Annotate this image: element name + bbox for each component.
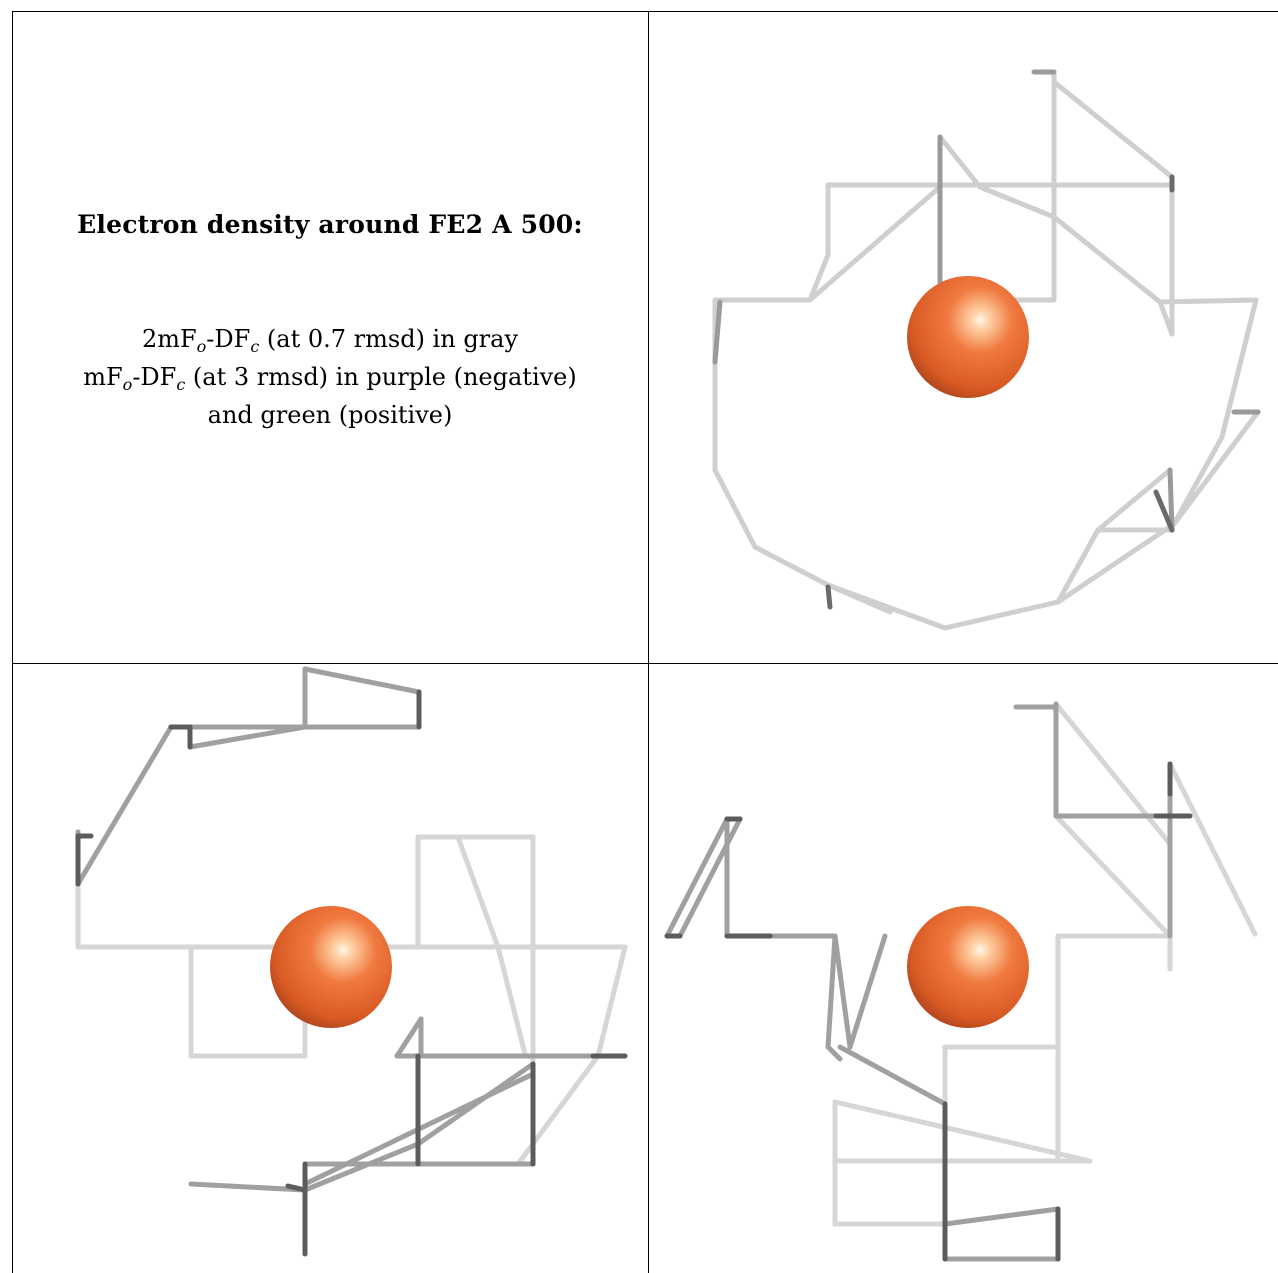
atom-sphere-body — [907, 276, 1029, 398]
atom-sphere-body — [270, 906, 392, 1028]
legend-line-positive: and green (positive) — [207, 401, 453, 429]
caption-cell: Electron density around FE2 A 500: 2mFo-… — [12, 12, 648, 662]
legend-line-2mfo-dfc: 2mFo-DFc (at 0.7 rmsd) in gray — [141, 325, 519, 356]
density-view-svg — [664, 701, 1258, 1262]
mesh-2mfo-dfc — [664, 701, 1258, 1262]
density-view-bottom-left — [13, 664, 647, 1273]
mesh-2mfo-dfc — [75, 666, 628, 1257]
fe2-atom-sphere — [907, 276, 1029, 398]
density-view-top-right — [650, 12, 1277, 662]
atom-sphere-body — [907, 906, 1029, 1028]
fe2-atom-sphere — [907, 906, 1029, 1028]
density-view-bottom-right — [650, 664, 1277, 1273]
grid-top-border — [12, 11, 1278, 12]
grid-center-divider — [648, 11, 649, 1273]
density-view-svg — [712, 69, 1261, 631]
grid-left-border — [12, 11, 13, 1273]
mesh-2mfo-dfc — [712, 69, 1261, 631]
density-view-svg — [75, 666, 628, 1257]
legend-line-mfo-dfc: mFo-DFc (at 3 rmsd) in purple (negative) — [83, 363, 577, 394]
fe2-atom-sphere — [270, 906, 392, 1028]
grid-middle-divider — [12, 663, 1278, 664]
figure-title: Electron density around FE2 A 500: — [77, 210, 583, 239]
map-legend: 2mFo-DFc (at 0.7 rmsd) in gray mFo-DFc (… — [12, 320, 648, 434]
